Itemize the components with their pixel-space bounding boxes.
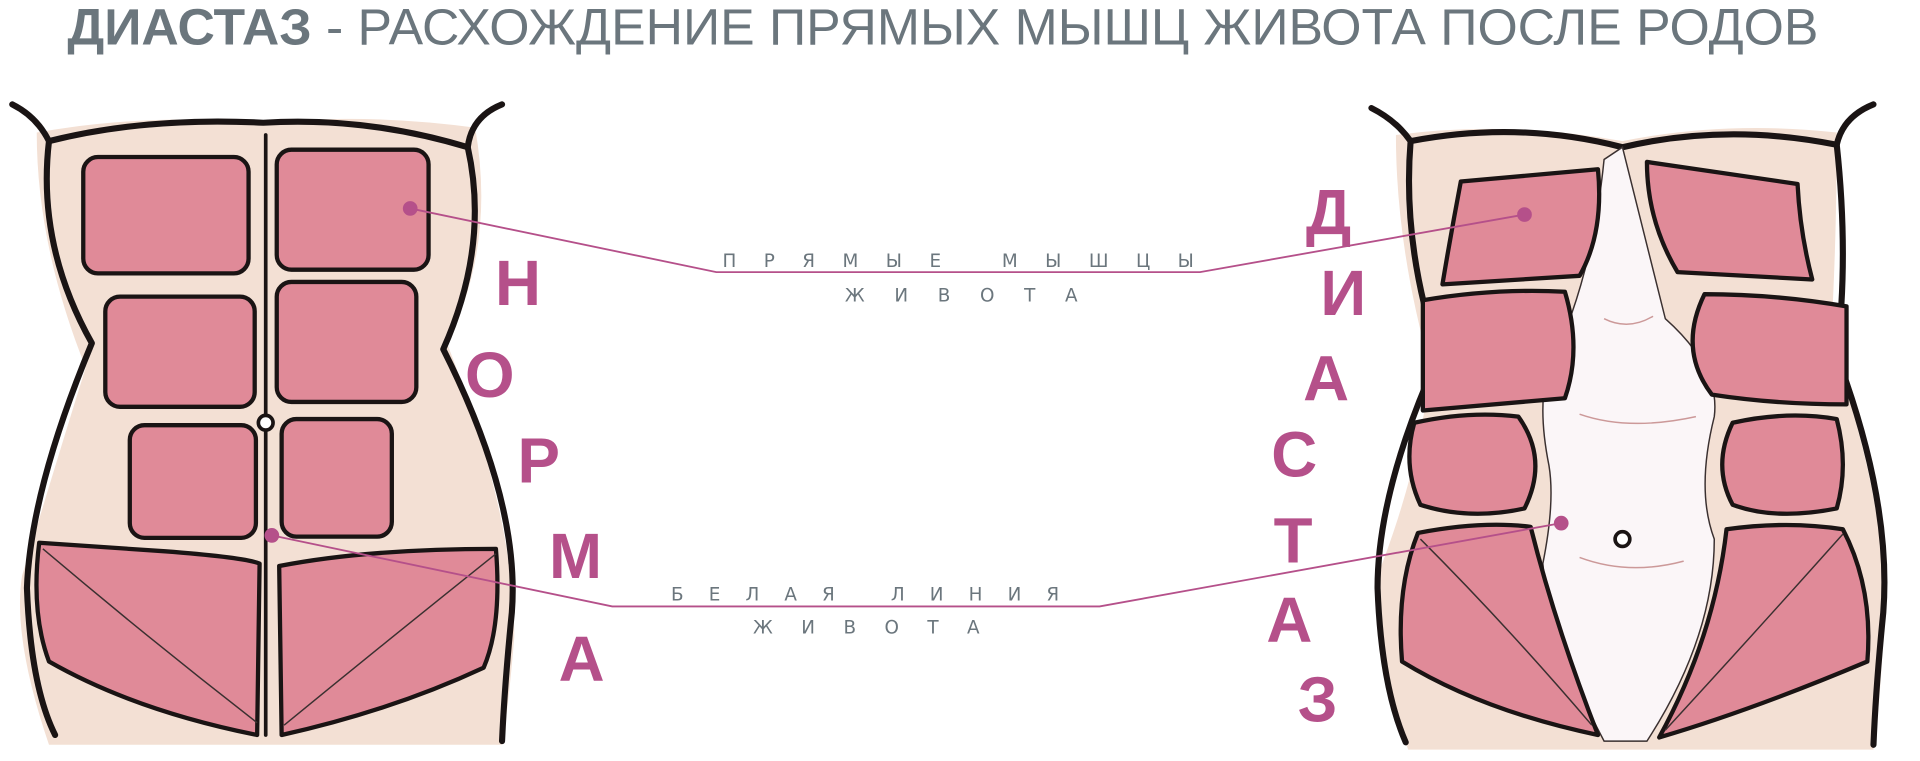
caption-letter: Р <box>518 426 560 497</box>
title-bold: ДИАСТАЗ <box>67 0 311 55</box>
navel-icon-diastasis <box>1613 529 1632 549</box>
navel-icon <box>256 413 275 432</box>
rectus-block-l3 <box>127 423 259 540</box>
page-title: ДИАСТАЗ - РАСХОЖДЕНИЕ ПРЯМЫХ МЫШЦ ЖИВОТА… <box>67 0 1818 55</box>
rectus-block-l3-diastasis <box>1407 412 1538 516</box>
linea-label-line2: ЖИВОТА <box>753 617 980 638</box>
rectus-block-r1-diastasis <box>1644 159 1815 282</box>
caption-letter: А <box>1303 344 1349 415</box>
rectus-block-l2-diastasis <box>1420 288 1576 413</box>
oblique-left-diastasis <box>1398 522 1601 738</box>
normal-torso <box>9 101 516 745</box>
rectus-marker-right <box>1517 207 1532 222</box>
caption-letter: Д <box>1306 177 1351 248</box>
rectus-marker-left <box>402 201 418 216</box>
caption-letter: А <box>559 624 605 695</box>
caption-letter: З <box>1298 665 1338 736</box>
rectus-label-line2: ЖИВОТА <box>845 286 1078 307</box>
rectus-leader <box>402 201 1532 274</box>
caption-letter: Н <box>495 248 541 319</box>
caption-letter: О <box>465 340 515 411</box>
caption-letter: А <box>1266 585 1312 656</box>
diastasis-torso <box>1368 101 1888 750</box>
caption-letter: М <box>549 521 602 592</box>
caption-letter: Т <box>1274 505 1313 576</box>
rectus-block-l1-diastasis <box>1440 167 1602 287</box>
rectus-block-r3-diastasis <box>1720 413 1845 516</box>
caption-letter: С <box>1271 420 1317 491</box>
linea-marker-right <box>1553 515 1569 531</box>
rectus-block-r2-diastasis <box>1690 292 1849 407</box>
caption-letter: И <box>1320 258 1366 329</box>
title-rest: - РАСХОЖДЕНИЕ ПРЯМЫХ МЫШЦ ЖИВОТА ПОСЛЕ Р… <box>312 0 1819 55</box>
normal-caption: Н О Р М А <box>465 248 605 695</box>
diastasis-caption: Д И А С Т А З <box>1266 177 1366 735</box>
rectus-block-r1 <box>274 147 431 272</box>
linea-label-line1: БЕЛАЯ ЛИНИЯ <box>671 584 1059 605</box>
rectus-block-r3 <box>279 416 394 539</box>
rectus-block-l1 <box>81 154 251 276</box>
rectus-block-r2 <box>274 279 419 405</box>
rectus-label-line1: ПРЯМЫЕ МЫШЦЫ <box>722 251 1193 272</box>
linea-alba-leader <box>264 515 1569 608</box>
oblique-right-diastasis <box>1657 522 1871 740</box>
rectus-block-l2 <box>103 294 257 409</box>
linea-marker-left <box>264 528 280 543</box>
